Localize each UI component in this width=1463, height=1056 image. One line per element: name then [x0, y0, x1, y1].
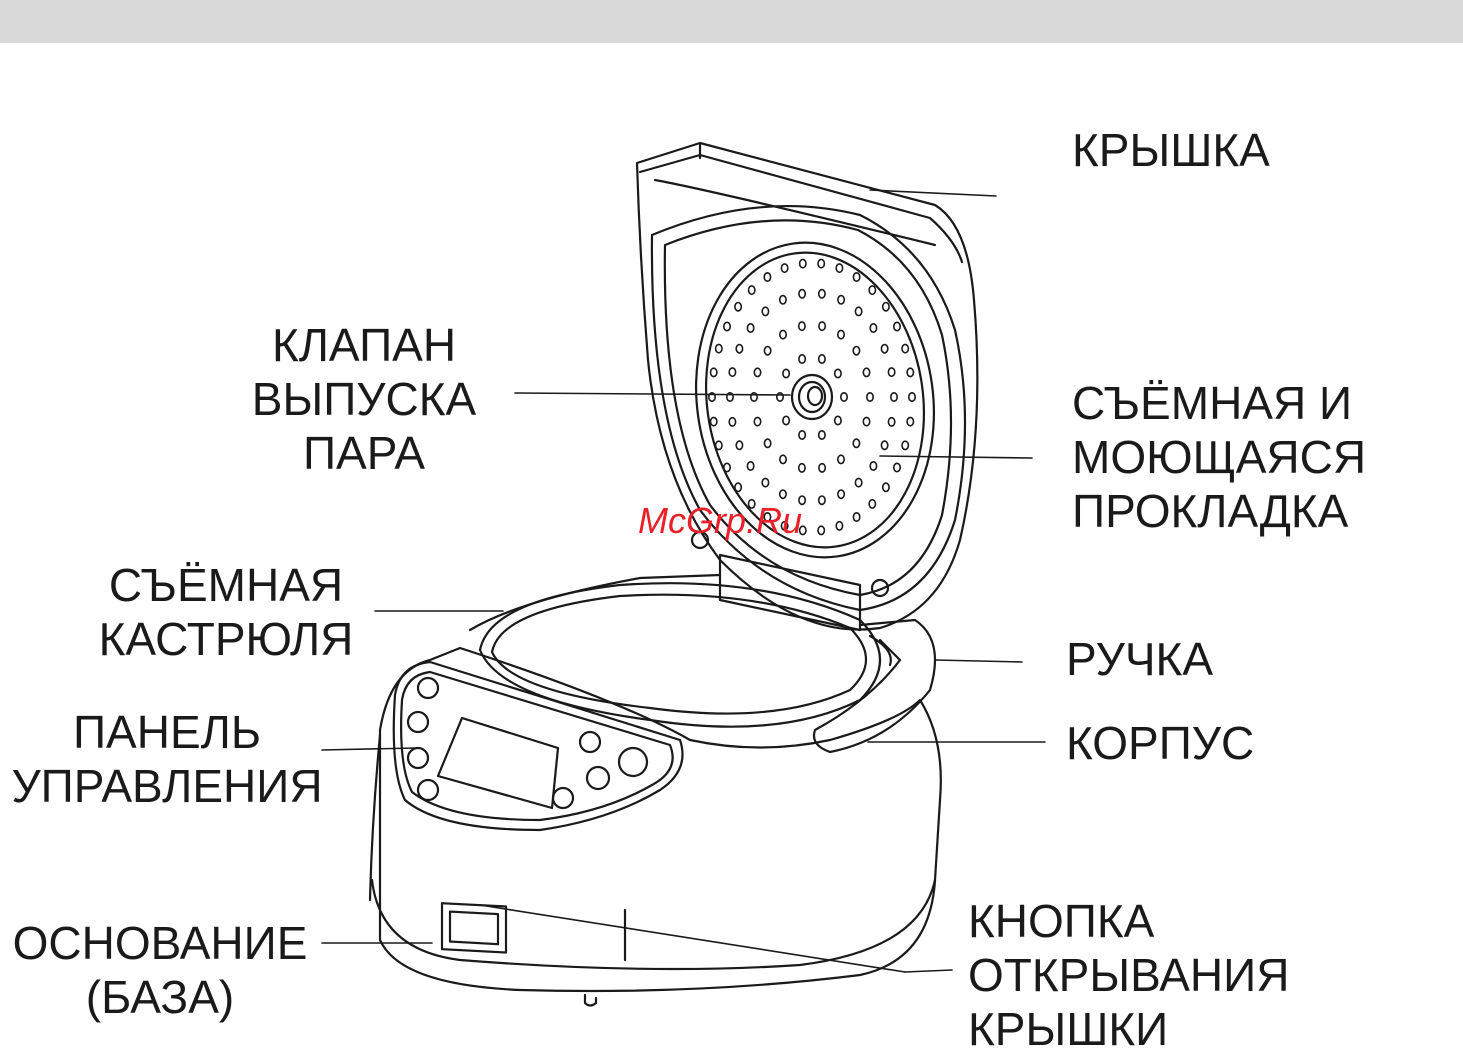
steam-hole [736, 441, 742, 449]
steam-hole [870, 324, 876, 332]
label-lid-button: КНОПКА ОТКРЫВАНИЯ КРЫШКИ [968, 894, 1289, 1056]
label-steam-valve: КЛАПАН ВЫПУСКА ПАРА [246, 318, 482, 480]
steam-hole [799, 322, 805, 330]
steam-hole [762, 478, 768, 486]
label-gasket: СЪЁМНАЯ И МОЮЩАЯСЯ ПРОКЛАДКА [1072, 376, 1366, 538]
steam-hole [764, 347, 770, 355]
steam-hole [863, 417, 869, 425]
steam-hole [818, 259, 824, 267]
steam-hole [881, 441, 887, 449]
steam-hole [749, 286, 755, 294]
watermark: McGrp.Ru [638, 500, 802, 542]
steam-holes [709, 259, 915, 534]
steam-hole [907, 368, 913, 376]
label-control-panel: ПАНЕЛЬ УПРАВЛЕНИЯ [4, 705, 330, 813]
steam-hole [853, 439, 859, 447]
lid-inner-rim [652, 206, 965, 610]
steam-hole [819, 355, 825, 363]
label-lid: КРЫШКА [1072, 123, 1270, 177]
lid-top-band [640, 155, 962, 262]
steam-hole [819, 290, 825, 298]
steam-hole [800, 259, 806, 267]
steam-hole [870, 462, 876, 470]
steam-hole [894, 322, 900, 330]
steam-hole [724, 463, 730, 471]
steam-hole [855, 478, 861, 486]
steam-hole [855, 307, 861, 315]
steam-hole [883, 303, 889, 311]
steam-hole [724, 322, 730, 330]
steam-hole [799, 431, 805, 439]
steam-hole [729, 368, 735, 376]
steam-hole [819, 496, 825, 504]
steam-hole [891, 393, 897, 401]
steam-hole [764, 273, 770, 281]
steam-hole [838, 330, 844, 338]
steam-hole [883, 483, 889, 491]
steam-hole [841, 393, 847, 401]
steam-hole [819, 431, 825, 439]
steam-hole [835, 369, 841, 377]
steam-hole [819, 322, 825, 330]
steam-hole [736, 345, 742, 353]
steam-hole [902, 344, 908, 352]
steam-hole [894, 463, 900, 471]
display [438, 718, 558, 808]
steam-hole [780, 296, 786, 304]
steam-hole [881, 345, 887, 353]
steam-hole [799, 290, 805, 298]
steam-hole [909, 393, 915, 401]
steam-hole [729, 418, 735, 426]
steam-hole [716, 441, 722, 449]
label-housing: КОРПУС [1066, 716, 1254, 770]
label-handle: РУЧКА [1066, 632, 1213, 686]
steam-hole [711, 417, 717, 425]
steam-hole [836, 264, 842, 272]
steam-hole [853, 347, 859, 355]
label-base: ОСНОВАНИЕ (БАЗА) [4, 916, 316, 1024]
housing-outline [380, 648, 941, 991]
lid-hinge [720, 555, 860, 630]
steam-hole [869, 286, 875, 294]
label-inner-pot: СЪЁМНАЯ КАСТРЮЛЯ [92, 558, 360, 666]
steam-hole [777, 393, 783, 401]
steam-hole [735, 303, 741, 311]
steam-hole [838, 455, 844, 463]
steam-hole [835, 416, 841, 424]
steam-hole [819, 464, 825, 472]
steam-hole [907, 417, 913, 425]
steam-hole [867, 393, 873, 401]
steam-hole [902, 441, 908, 449]
steam-hole [838, 296, 844, 304]
steam-hole [783, 416, 789, 424]
steam-hole [747, 324, 753, 332]
steam-hole [780, 330, 786, 338]
steam-hole [711, 368, 717, 376]
steam-hole [853, 513, 859, 521]
steam-hole [869, 500, 875, 508]
steam-hole [754, 368, 760, 376]
steam-hole [716, 344, 722, 352]
steam-hole [836, 522, 842, 530]
steam-hole [799, 355, 805, 363]
steam-hole [764, 439, 770, 447]
steam-hole [799, 464, 805, 472]
steam-hole [735, 483, 741, 491]
steam-hole [747, 462, 753, 470]
steam-hole [818, 526, 824, 534]
steam-hole [780, 490, 786, 498]
steam-hole [754, 417, 760, 425]
steam-hole [888, 368, 894, 376]
steam-hole [783, 369, 789, 377]
steam-hole [780, 455, 786, 463]
steam-hole [838, 490, 844, 498]
steam-hole [888, 418, 894, 426]
steam-hole [863, 368, 869, 376]
steam-hole [853, 273, 859, 281]
steam-hole [781, 264, 787, 272]
steam-hole [762, 307, 768, 315]
